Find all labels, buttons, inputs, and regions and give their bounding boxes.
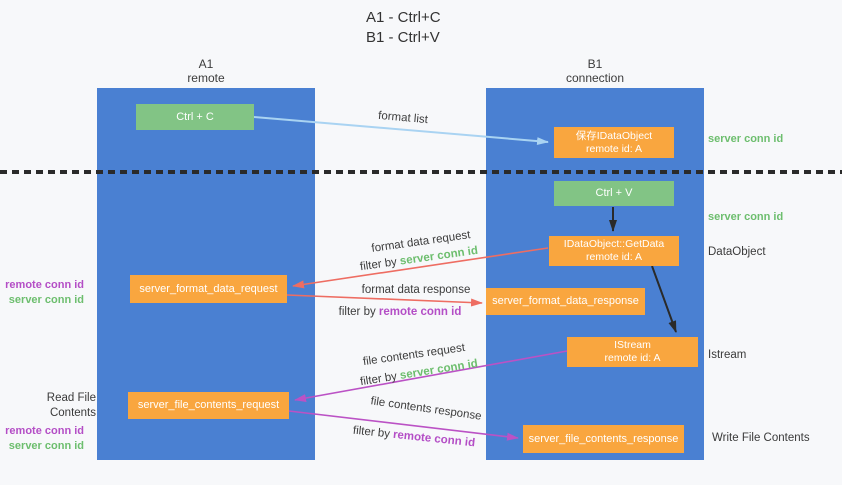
edge-label-filter-format-response: filter by remote conn id	[339, 306, 462, 318]
filter-by-text: filter by	[338, 306, 379, 318]
node-server-format-data-response: server_format_data_response	[486, 288, 645, 315]
node-server-file-contents-response: server_file_contents_response	[523, 425, 684, 453]
format-request-label: server_format_data_request	[139, 282, 278, 295]
diagram-title: A1 - Ctrl+C B1 - Ctrl+V	[366, 8, 441, 48]
right-label-server-conn-id-mid: server conn id	[708, 211, 784, 223]
remote-conn-id-text: remote conn id	[392, 428, 476, 450]
node-istream: IStream remote id: A	[567, 337, 698, 367]
node-server-file-contents-request: server_file_contents_request	[128, 392, 289, 419]
node-idataobject-getdata: IDataObject::GetData remote id: A	[549, 236, 679, 266]
getdata-line1: IDataObject::GetData	[563, 238, 665, 250]
right-label-istream: Istream	[708, 349, 747, 361]
title-line-1: A1 - Ctrl+C	[366, 9, 441, 26]
left-label-remote-conn-id-bottom: remote conn id	[5, 425, 84, 437]
lane-header-a1: A1 remote	[97, 57, 315, 85]
save-idataobject-line2: remote id: A	[585, 142, 643, 155]
node-ctrl-v: Ctrl + V	[554, 181, 674, 206]
left-label-stack-file: Read File Contents remote conn id server…	[0, 391, 96, 454]
lane-b1-name: B1	[587, 57, 603, 71]
format-response-label: server_format_data_response	[492, 295, 639, 307]
filter-by-text: filter by	[359, 370, 401, 389]
istream-line1: IStream	[614, 339, 651, 351]
right-label-write-file-contents: Write File Contents	[712, 432, 810, 444]
left-label-server-conn-id-bottom: server conn id	[8, 440, 84, 452]
file-response-label: server_file_contents_response	[528, 432, 679, 445]
ctrl-c-label: Ctrl + C	[176, 110, 214, 123]
remote-conn-id-text: remote conn id	[378, 306, 462, 318]
edge-label-file-contents-response: file contents response	[369, 395, 483, 423]
left-label-read-file-contents: Read File Contents	[46, 392, 96, 419]
left-label-stack-format: remote conn id server conn id	[0, 278, 96, 308]
filter-by-text: filter by	[359, 255, 401, 274]
file-request-label: server_file_contents_request	[137, 399, 280, 411]
filter-by-text: filter by	[352, 424, 394, 441]
right-label-server-conn-id-top: server conn id	[708, 133, 784, 145]
title-line-2: B1 - Ctrl+V	[366, 29, 440, 46]
ctrl-v-label: Ctrl + V	[595, 187, 633, 199]
lane-a1-name: A1	[198, 57, 214, 71]
edge-label-filter-file-response: filter by remote conn id	[352, 425, 475, 450]
lane-a1-subtitle: remote	[187, 71, 225, 85]
left-label-remote-conn-id-top: remote conn id	[5, 279, 84, 291]
istream-line2: remote id: A	[604, 352, 661, 364]
edge-label-format-list: format list	[377, 109, 429, 127]
node-save-idataobject: 保存IDataObject remote id: A	[554, 127, 674, 158]
save-idataobject-line1: 保存IDataObject	[575, 129, 653, 142]
lane-header-b1: B1 connection	[486, 57, 704, 85]
right-label-dataobject: DataObject	[708, 246, 766, 258]
edge-label-format-data-response: format data response	[361, 284, 471, 296]
node-ctrl-c: Ctrl + C	[136, 104, 254, 130]
node-server-format-data-request: server_format_data_request	[130, 275, 287, 303]
arrow-format-data-response	[286, 294, 483, 307]
left-label-server-conn-id-top: server conn id	[8, 294, 84, 306]
lane-b1-subtitle: connection	[565, 71, 625, 85]
getdata-line2: remote id: A	[585, 251, 643, 263]
